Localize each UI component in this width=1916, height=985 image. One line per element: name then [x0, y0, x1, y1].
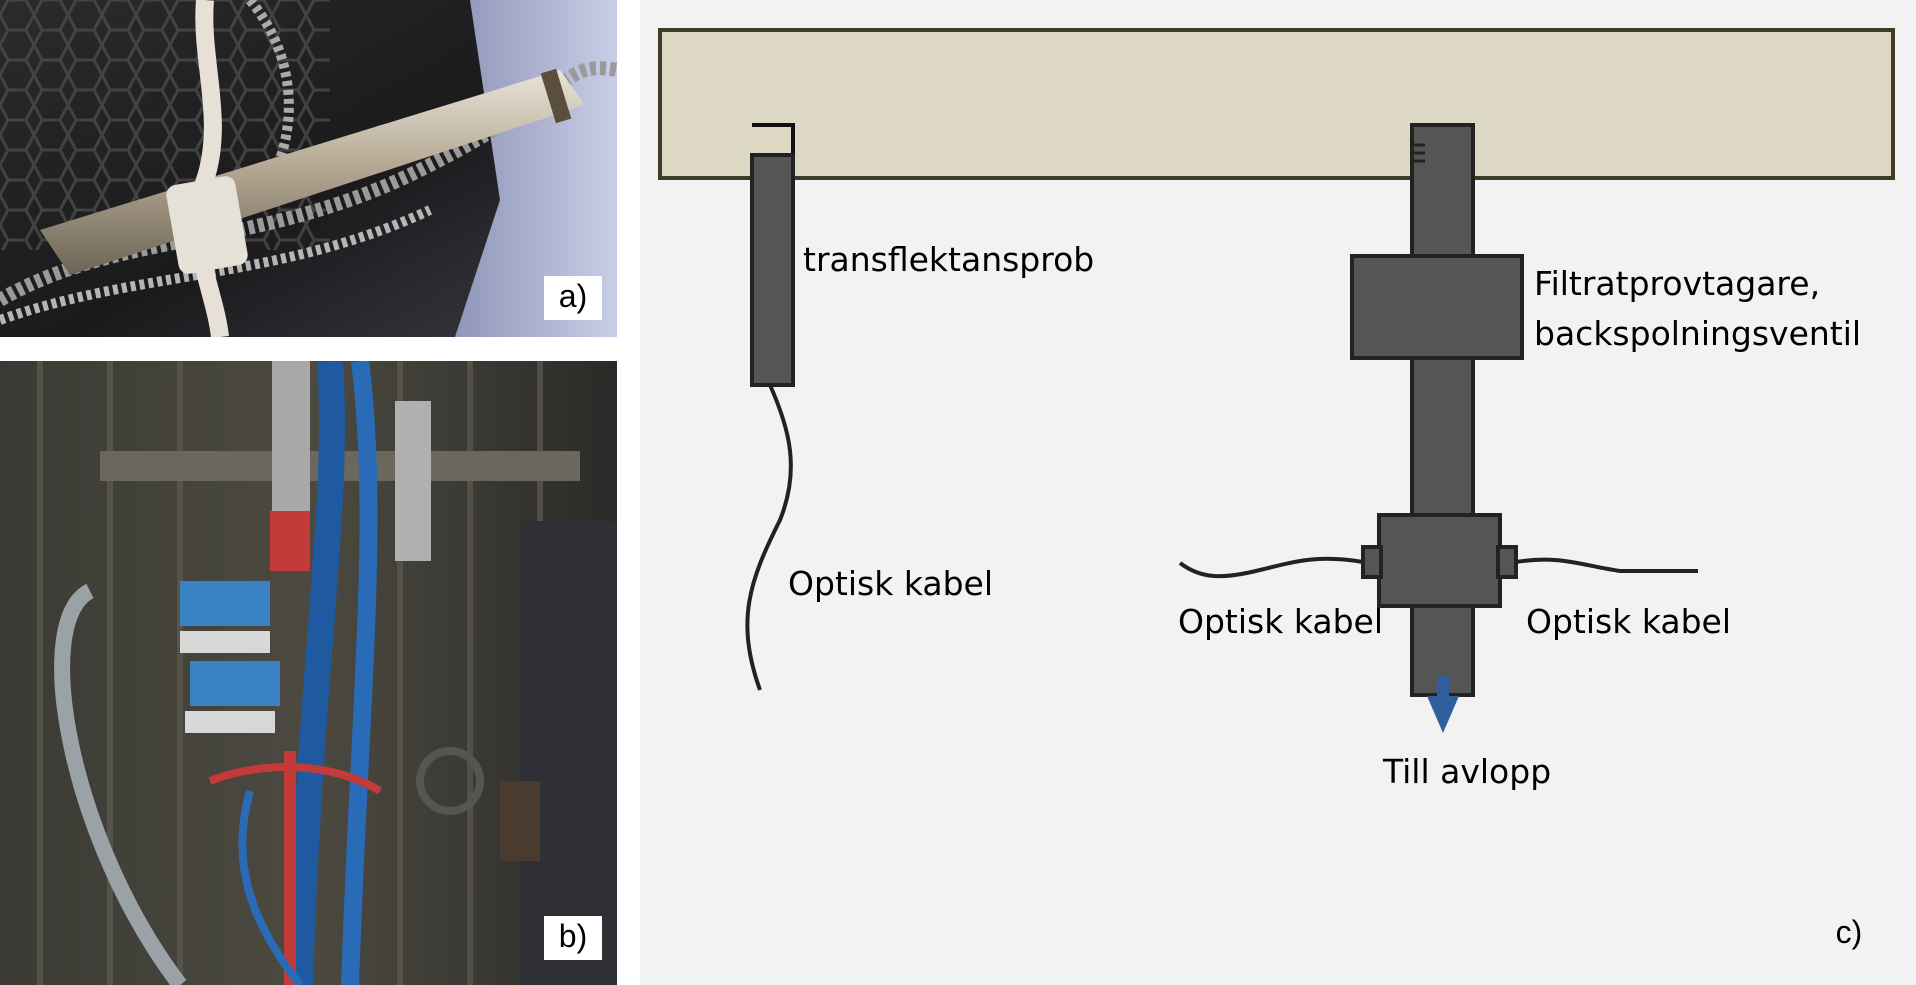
probe-cable: [745, 384, 793, 691]
sampler-label-line1: Filtratprovtagare,: [1534, 264, 1821, 303]
schematic-diagram: transflektansprob Filtratprovtagare, bac…: [640, 0, 1916, 985]
photo-probe: [0, 0, 617, 337]
process-pipe: [658, 28, 1895, 180]
flow-cell-cable-left: [1178, 556, 1364, 579]
photo-probe-image: [0, 0, 617, 337]
flow-cell: [1377, 513, 1502, 608]
cable-label-middle: Optisk kabel: [1178, 602, 1383, 641]
flow-cell-port-left: [1361, 545, 1383, 579]
cable-label-right: Optisk kabel: [1526, 602, 1731, 641]
schematic-drawing: [658, 28, 1895, 733]
flow-cell-port-right: [1496, 545, 1518, 579]
photo-installation: [0, 361, 617, 985]
drain-label: Till avlopp: [1383, 752, 1552, 791]
drain-arrow-shaft: [1437, 676, 1449, 696]
probe-label: transflektansprob: [803, 240, 1095, 279]
filtrate-sampler-box: [1350, 254, 1524, 360]
cable-label-left: Optisk kabel: [788, 564, 993, 603]
sampler-label-line2: backspolningsventil: [1534, 314, 1862, 353]
panel-label-c: c): [1820, 912, 1878, 956]
sampler-tube: [1410, 123, 1475, 697]
transflectance-probe: [750, 153, 795, 387]
photo-installation-image: [0, 361, 617, 985]
panel-label-b: b): [544, 916, 602, 960]
panel-label-a: a): [544, 276, 602, 320]
drain-arrow-head: [1427, 696, 1459, 733]
flow-cell-cable-right: [1515, 557, 1698, 573]
